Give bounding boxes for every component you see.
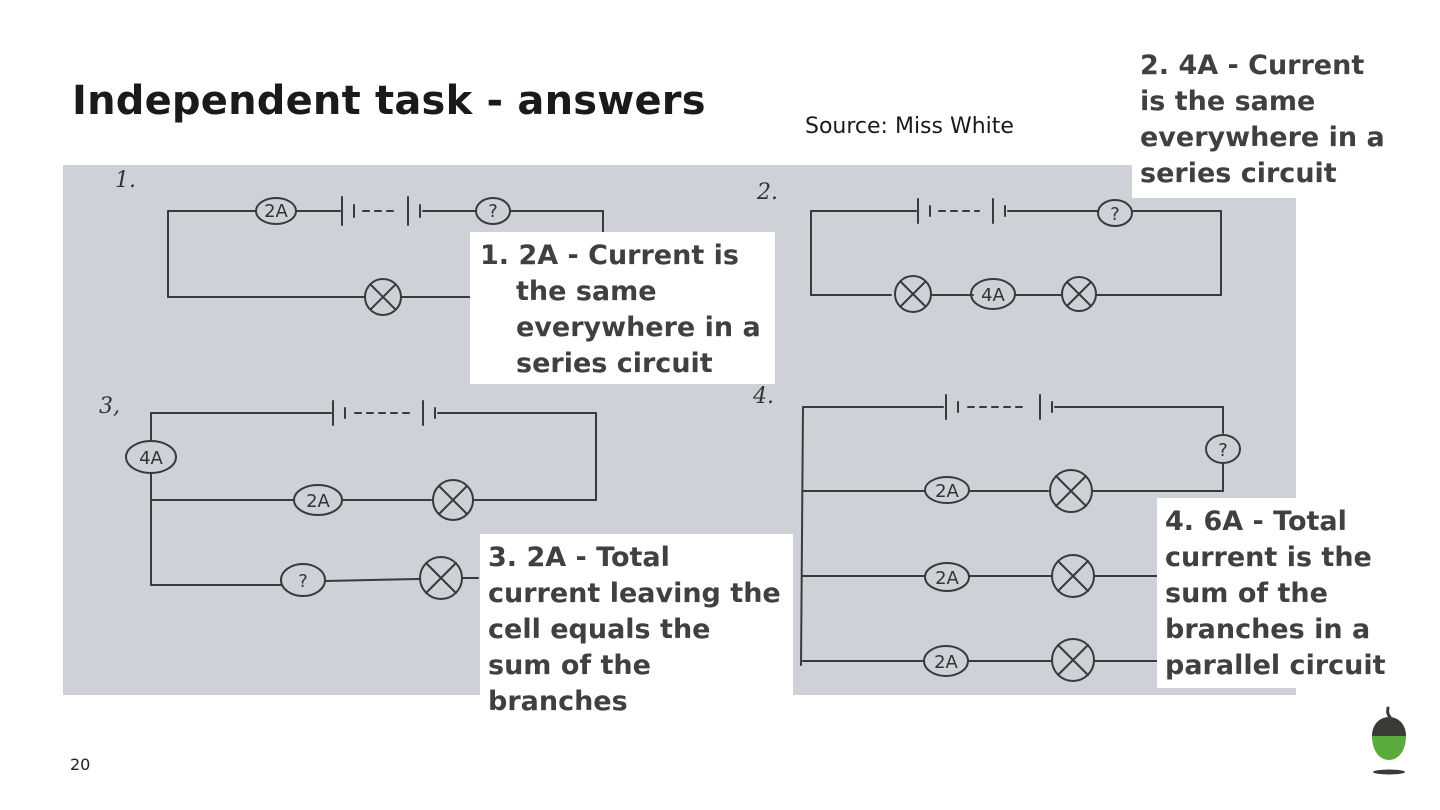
answer-1-line: the same [516,276,657,307]
svg-text:2A: 2A [935,481,959,502]
circuit-3: 4A 2A ? [125,400,597,600]
answer-1-box: 1. 2A - Current is the same everywhere i… [470,232,775,384]
answer-4-line: branches in a [1165,614,1371,645]
answer-3-line: current leaving the [488,578,781,609]
q1-number: 1. [115,168,136,193]
svg-text:?: ? [488,201,498,222]
answer-1-line: everywhere in a [516,312,761,343]
answer-1-line: 1. 2A - Current is [480,240,739,271]
q2-number: 2. [756,180,778,205]
svg-text:?: ? [1110,204,1120,225]
svg-text:2A: 2A [934,652,958,673]
page-number: 20 [70,755,91,774]
answer-2-box: 2. 4A - Current is the same everywhere i… [1132,42,1400,198]
source-credit: Source: Miss White [805,114,1014,139]
svg-text:4A: 4A [981,285,1005,306]
answer-4-box: 4. 6A - Total current is the sum of the … [1157,498,1397,688]
svg-text:2A: 2A [935,568,959,589]
circuit-1: 2A ? [167,196,604,316]
answer-2-line: series circuit [1140,158,1337,189]
ammeter-q2-unknown [1097,199,1133,227]
answer-4-line: parallel circuit [1165,650,1386,681]
answer-2-line: 2. 4A - Current [1140,50,1365,81]
answer-1-line: series circuit [516,348,713,379]
answer-4-line: sum of the [1165,578,1328,609]
answer-3-box: 3. 2A - Total current leaving the cell e… [480,534,793,720]
answer-2-line: everywhere in a [1140,122,1385,153]
circuit-4: ? 2A 2A 2A [800,394,1241,682]
circuit-2: ? 4A [810,198,1222,313]
slide-title: Independent task - answers [72,78,706,124]
acorn-logo-icon [1372,706,1406,775]
q3-number: 3, [99,394,120,419]
hand-drawn-circuits: 1. 2A ? 2. [99,168,1241,682]
svg-text:?: ? [298,571,308,592]
answer-4-line: current is the [1165,542,1372,573]
svg-text:2A: 2A [264,201,288,222]
answer-2-line: is the same [1140,86,1316,117]
answer-3-line: 3. 2A - Total [488,542,670,573]
answer-3-line: sum of the [488,650,651,681]
svg-text:?: ? [1218,440,1228,461]
svg-text:4A: 4A [139,448,163,469]
answer-4-line: 4. 6A - Total [1165,506,1347,537]
answer-3-line: branches [488,686,628,717]
svg-text:2A: 2A [306,491,330,512]
answer-3-line: cell equals the [488,614,711,645]
q4-number: 4. [752,384,774,409]
